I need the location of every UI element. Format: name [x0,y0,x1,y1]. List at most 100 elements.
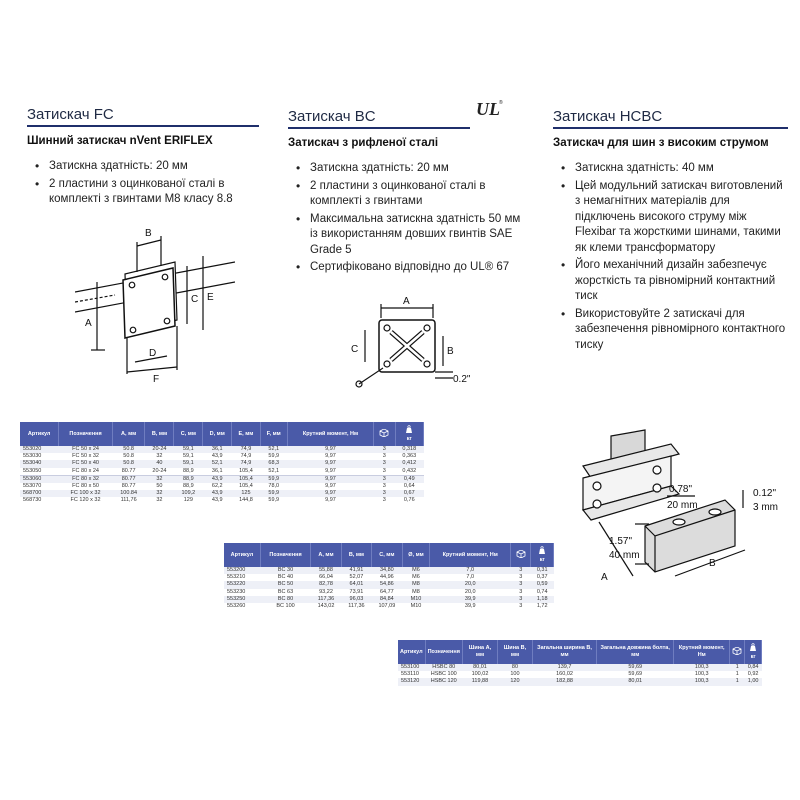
table-cell: 100 [510,671,520,678]
table-cell: 182,88 [532,678,597,686]
col-header: Позначення [58,422,113,446]
fc-label-a: A [85,318,92,329]
table-cell: 74,9 [231,460,261,468]
hcbc-label-0-12: 0.12" [753,488,776,499]
col-header: B, мм [144,422,175,446]
table-cell: 93,22 [319,588,333,595]
table-cell: 32 [156,497,163,504]
table-cell: 9,97 [287,490,374,498]
table-cell: HSBC 100 [430,671,457,678]
col-header: Позначення [260,543,312,567]
table-cell: 52,07 [349,574,364,581]
bc-bullets: Затискна здатність: 20 мм 2 пластини з о… [288,161,528,276]
col-header: Загальна довжина болта, мм [596,640,675,664]
table-cell: 9,97 [325,497,336,504]
col-header: F, мм [260,422,288,446]
table-cell: 3 [382,483,386,490]
bc-clamp-diagram: A C B 0.2" [351,296,471,388]
table-cell: 100,3 [673,678,730,686]
table-cell: 64,01 [341,581,372,589]
table-cell: 3 [373,460,396,468]
svg-text:UL: UL [476,99,500,119]
table-header-row: Артикул Позначення A, мм B, мм C, мм D, … [20,422,425,446]
bc-label-thickness: 0.2" [453,374,471,385]
table-cell: 3 [382,467,386,474]
fc-clamp-diagram: B A C E D F [75,228,235,384]
table-cell: 44,96 [379,574,394,581]
hcbc-bullet: Використовуйте 2 затискачі для забезпече… [553,307,788,354]
table-cell: 111,76 [120,497,137,504]
table-cell: 0,412 [395,460,424,468]
table-cell: 59,9 [268,497,280,504]
table-cell: 1,72 [536,603,548,610]
table-cell: HSBC 80 [425,664,463,672]
table-cell: 117,36 [310,595,342,604]
table-cell: 139,7 [532,664,597,672]
table-cell: 32 [144,474,174,484]
hcbc-bullets: Затискна здатність: 40 мм Цей модульний … [553,161,788,353]
table-cell: 59,1 [173,460,203,468]
table-cell: BC 100 [276,603,295,610]
table-cell: 3 [373,446,396,454]
bc-label-b: B [447,346,454,357]
table-cell: 36,1 [202,446,232,454]
table-cell: 3 [519,588,523,595]
table-cell: 3 [382,453,386,460]
table-cell: FC 100 x 32 [58,490,113,498]
bc-title: Затискач BC [288,108,470,129]
col-header: C, мм [371,543,403,567]
table-cell: 553200 [224,567,261,575]
table-cell: 59,9 [268,453,280,460]
table-cell: 32 [156,453,163,460]
table-cell: 80,01 [462,664,498,672]
weight-col-header: кг [395,422,425,446]
fc-bullet: 2 пластини з оцинкованої сталі в комплек… [27,177,259,208]
table-header-row: Артикул Позначення Шина A, мм Шина B, мм… [398,640,762,664]
table-cell: 0,64 [403,483,415,490]
table-cell: 52,1 [260,446,288,454]
table-cell: 9,97 [325,483,336,490]
table-cell: 568730 [23,497,42,504]
table-cell: 0,363 [402,453,417,460]
table-cell: 553030 [23,453,42,460]
table-cell: 7,0 [466,574,475,581]
table-cell: 66,04 [319,574,333,581]
table-cell: 78,0 [268,483,280,490]
table-cell: 55,88 [310,567,342,575]
package-icon [729,640,746,664]
table-cell: 120 [497,678,533,686]
col-header: Загальна ширина B, мм [532,640,598,664]
table-cell: 553260 [227,603,246,610]
table-cell: 82,78 [310,581,342,589]
col-header: D, мм [202,422,233,446]
col-header: C, мм [173,422,204,446]
col-header: Ø, мм [402,543,431,567]
col-header: E, мм [231,422,261,446]
table-cell: FC 120 x 32 [70,497,101,504]
col-header: Артикул [20,422,60,446]
package-icon [510,543,532,567]
fc-spec-table: Артикул Позначення A, мм B, мм C, мм D, … [20,422,425,505]
table-cell: BC 80 [260,595,311,604]
col-header: Позначення [425,640,463,664]
package-icon [373,422,396,446]
table-cell: 39,9 [429,595,511,604]
table-cell: FC 50 x 32 [72,453,99,460]
table-cell: 160,02 [556,671,573,678]
table-cell: 109,2 [173,490,203,498]
table-cell: 568700 [20,490,59,498]
col-header: Шина B, мм [497,640,533,664]
table-cell: 32 [144,490,174,498]
table-cell: 59,69 [596,664,674,672]
col-header: Артикул [398,640,426,664]
table-cell: 3 [510,595,531,604]
col-header: Артикул [224,543,261,567]
fc-label-e: E [207,292,214,303]
table-cell: 64,77 [379,588,394,595]
